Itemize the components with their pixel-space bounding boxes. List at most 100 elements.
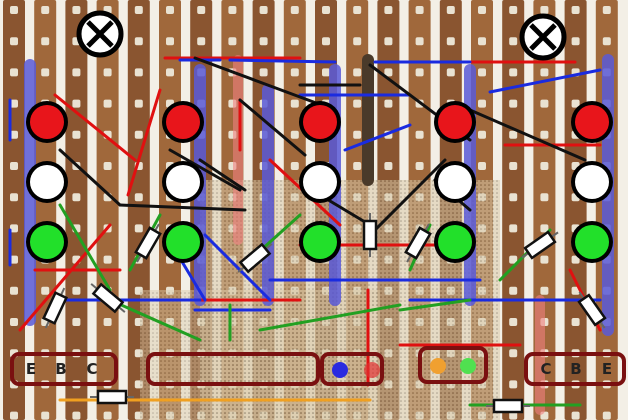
strip-hole [259, 37, 268, 46]
right-pin-label-c: C [540, 360, 552, 378]
strip-hole [540, 6, 549, 14]
strip-hole [10, 193, 18, 202]
strip-hole [353, 68, 362, 77]
strip-hole [197, 37, 206, 46]
jumper-wire [58, 148, 122, 207]
strip-hole [41, 68, 50, 77]
strip-hole [228, 6, 237, 14]
strip-hole [10, 6, 18, 14]
pin-header [10, 352, 118, 386]
strip-hole [72, 6, 81, 14]
green-led [438, 225, 472, 259]
strip-hole [41, 6, 50, 14]
strip-hole [10, 255, 18, 264]
strip-hole [571, 37, 580, 46]
pin-header [418, 346, 488, 384]
resistor-body [238, 242, 272, 274]
strip-hole [72, 286, 81, 295]
strip-hole [415, 162, 424, 170]
strip-hole [509, 99, 518, 108]
strip-hole [41, 411, 50, 420]
green-led [166, 225, 200, 259]
led-array [26, 101, 613, 263]
strip-hole [446, 37, 455, 46]
green-led [303, 225, 337, 259]
strip-hole [322, 37, 330, 46]
strip-hole [10, 411, 18, 420]
white-led [438, 165, 472, 199]
resistor-body [96, 389, 128, 405]
strip-hole [72, 99, 81, 108]
strip-hole [415, 37, 424, 46]
strip-hole [290, 37, 299, 46]
strip-hole [10, 37, 18, 46]
red-led [575, 105, 609, 139]
strip-hole [166, 68, 174, 77]
strip-hole [571, 99, 580, 108]
strip-hole [166, 6, 174, 14]
copper-strip [502, 0, 525, 420]
strip-hole [509, 68, 518, 77]
green-led [30, 225, 64, 259]
strip-hole [41, 37, 50, 46]
strip-hole [571, 286, 580, 295]
resistor-icon [577, 291, 607, 329]
strip-hole [540, 162, 549, 170]
jumper-wire [238, 98, 307, 157]
strip-hole [10, 224, 18, 233]
strip-hole [103, 68, 112, 77]
strip-hole [571, 255, 580, 264]
jumper-wire [488, 68, 602, 94]
resistor-body [91, 282, 125, 314]
strip-hole [509, 162, 518, 170]
strip-hole [353, 6, 362, 14]
mount-holes [76, 10, 567, 61]
strip-hole [509, 37, 518, 46]
red-pad [364, 362, 380, 378]
strip-hole [134, 130, 143, 139]
strip-hole [571, 6, 580, 14]
strip-hole [72, 68, 81, 77]
strip-hole [103, 255, 112, 264]
strip-hole [134, 193, 143, 202]
strip-hole [72, 193, 81, 202]
jumper-wire [398, 298, 472, 312]
red-led [438, 105, 472, 139]
strip-hole [509, 318, 518, 326]
resistor-icon [41, 287, 69, 329]
jumper-wire [258, 303, 402, 332]
green-pad [460, 358, 476, 374]
strip-hole [478, 162, 486, 170]
copper-strip [65, 0, 88, 420]
strip-hole [353, 99, 362, 108]
resistor-body [404, 226, 432, 260]
strip-hole [540, 255, 549, 264]
jumper-wire [343, 123, 412, 152]
white-led [303, 165, 337, 199]
resistor-icon [362, 213, 378, 257]
strip-hole [571, 318, 580, 326]
strip-hole [509, 6, 518, 14]
strip-hole [384, 68, 393, 77]
strip-hole [10, 318, 18, 326]
jumper-wire [193, 56, 337, 112]
strip-hole [509, 349, 518, 358]
green-led [575, 225, 609, 259]
resistor-body [362, 219, 378, 251]
strip-hole [197, 6, 206, 14]
strip-hole [415, 6, 424, 14]
strip-hole [540, 99, 549, 108]
blue-pad [332, 362, 348, 378]
strip-hole [415, 68, 424, 77]
strip-hole [72, 411, 81, 420]
strip-hole [134, 224, 143, 233]
right-pin-label-e: E [601, 360, 613, 378]
strip-hole [134, 37, 143, 46]
resistor-icon [404, 223, 432, 263]
strip-hole [446, 68, 455, 77]
strip-hole [478, 37, 486, 46]
strip-hole [384, 37, 393, 46]
strip-hole [384, 99, 393, 108]
